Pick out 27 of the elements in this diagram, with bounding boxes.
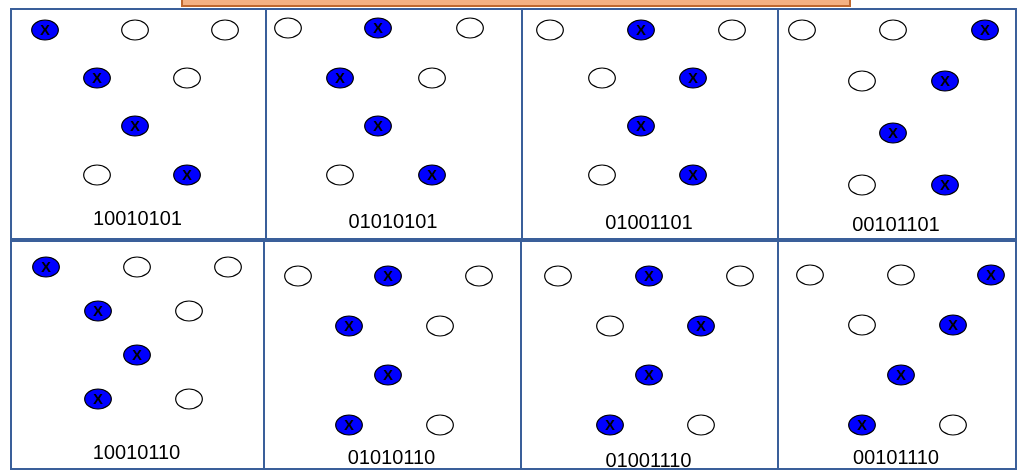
empty-circle — [848, 314, 876, 336]
empty-circle — [121, 19, 149, 41]
empty-circle — [848, 70, 876, 92]
empty-circle — [465, 265, 493, 287]
empty-circle — [687, 414, 715, 436]
empty-circle — [726, 265, 754, 287]
empty-circle — [83, 164, 111, 186]
empty-circle — [426, 315, 454, 337]
empty-circle — [536, 19, 564, 41]
empty-circle — [848, 174, 876, 196]
empty-circle — [175, 388, 203, 410]
empty-circle — [326, 164, 354, 186]
empty-circle — [596, 315, 624, 337]
empty-circle — [456, 17, 484, 39]
empty-circle — [788, 19, 816, 41]
empty-circle — [588, 164, 616, 186]
empty-circle — [426, 414, 454, 436]
empty-circle — [175, 300, 203, 322]
empty-circle — [939, 414, 967, 436]
empty-circle — [284, 265, 312, 287]
empty-circle — [211, 19, 239, 41]
empty-circle — [544, 265, 572, 287]
empty-circle — [274, 17, 302, 39]
empty-circle — [796, 264, 824, 286]
empty-circle — [718, 19, 746, 41]
empty-circle — [887, 264, 915, 286]
empty-circle — [879, 19, 907, 41]
